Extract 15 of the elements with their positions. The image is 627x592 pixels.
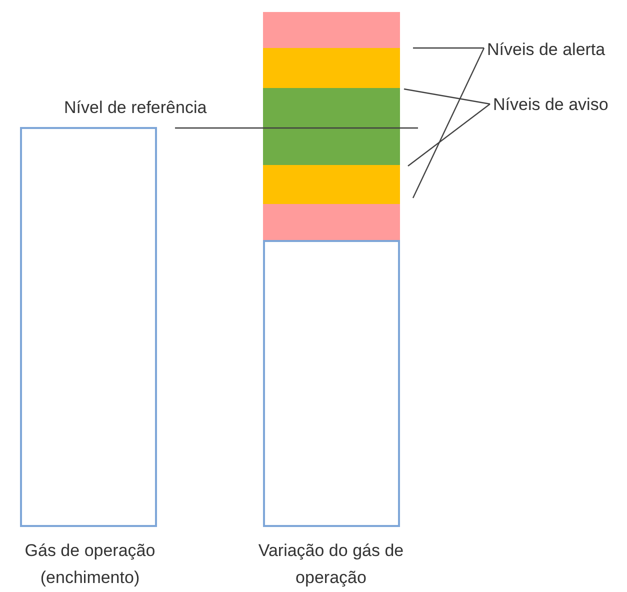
normal-band: [263, 88, 400, 165]
leader-line: [412, 48, 485, 198]
leader-line: [413, 47, 484, 49]
reference-line: [175, 127, 418, 129]
warning-band: [263, 165, 400, 204]
warning-band: [263, 48, 400, 88]
callout-label: Nível de referência: [64, 97, 208, 119]
leader-line: [408, 104, 490, 166]
column-label: Gás de operação (enchimento): [24, 540, 156, 589]
alert-band: [263, 12, 400, 48]
leader-line: [404, 88, 490, 105]
callout-label: Níveis de alerta: [487, 39, 606, 61]
alert-band: [263, 204, 400, 240]
column-label: Variação do gás de operação: [257, 540, 405, 589]
callout-label: Níveis de aviso: [493, 94, 610, 116]
